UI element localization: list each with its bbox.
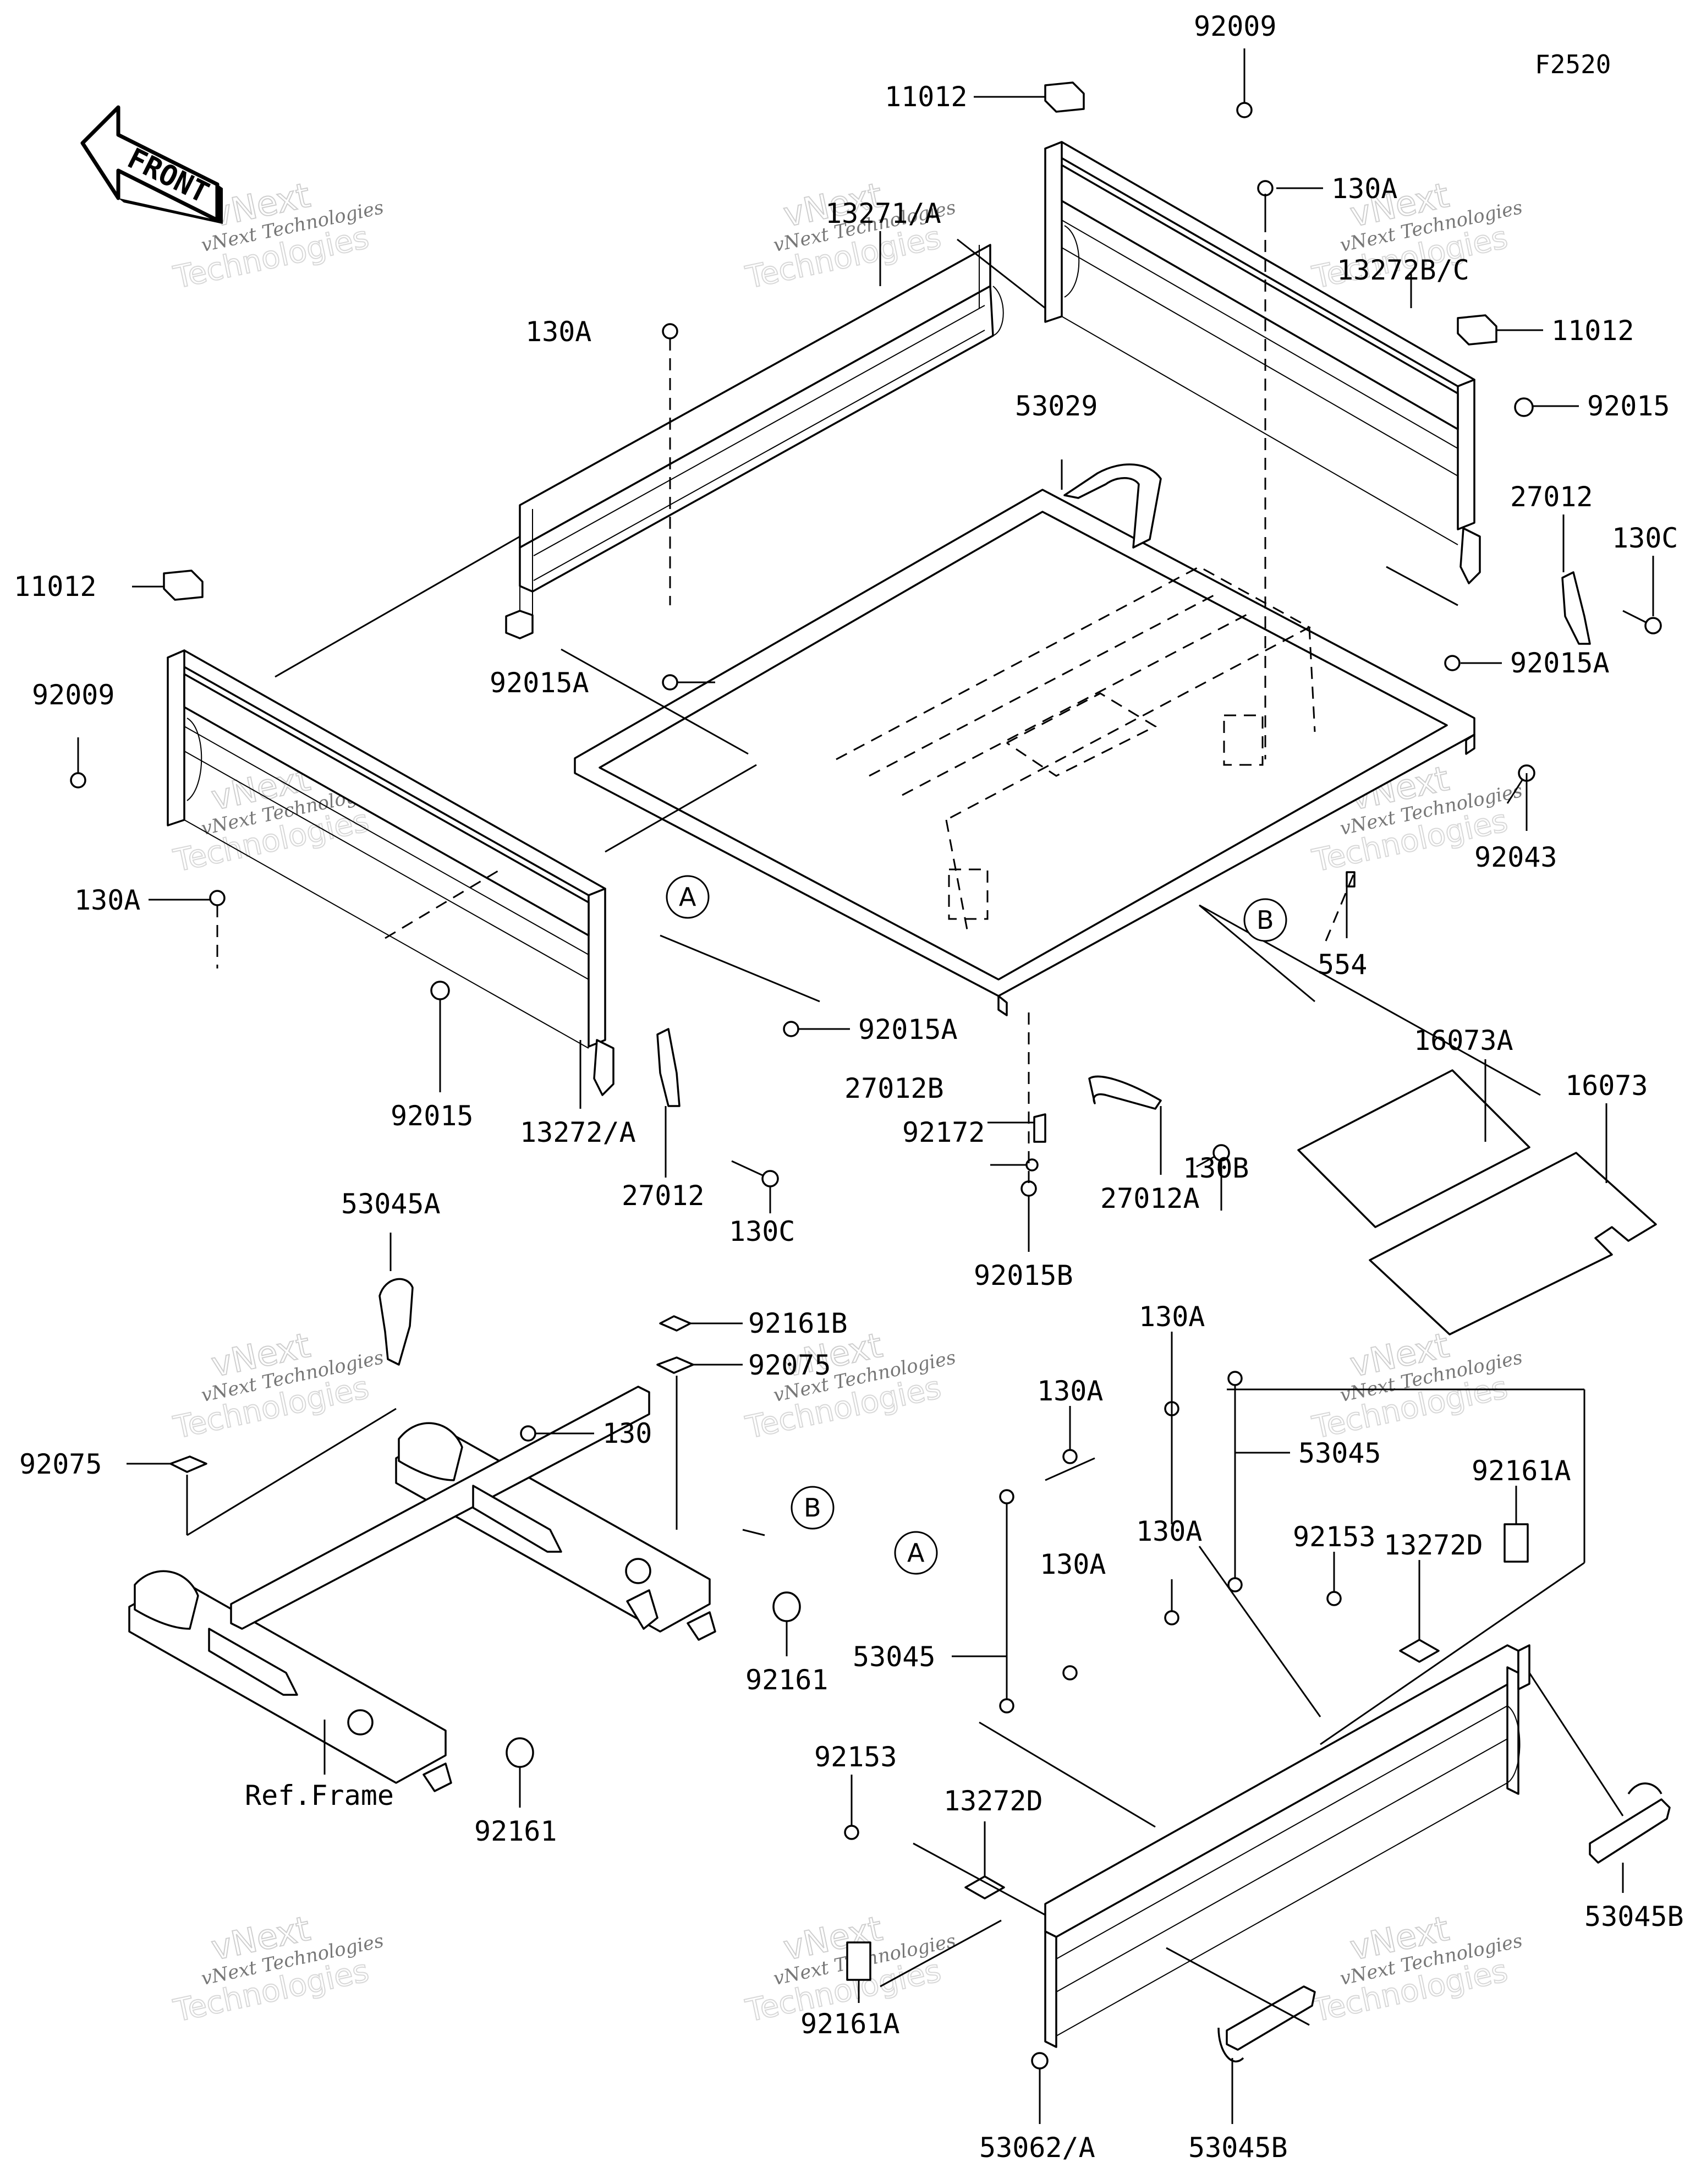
- part-label: Ref.Frame: [245, 1780, 394, 1811]
- latch-53045b-upper: [1589, 1782, 1671, 1864]
- part-label: 11012: [14, 571, 97, 603]
- part-label: 16073A: [1414, 1025, 1513, 1057]
- part-label: 53045: [853, 1641, 936, 1673]
- tailgate-13272d: [1044, 1644, 1530, 2048]
- part-label: 27012: [622, 1180, 705, 1212]
- part-label: 92015A: [490, 667, 589, 699]
- part-label: 53045: [1298, 1437, 1381, 1469]
- part-label: 130A: [1037, 1375, 1103, 1407]
- part-label: 92075: [748, 1349, 831, 1381]
- hinge-13272d-lower: [964, 1875, 1005, 1900]
- part-label: 130A: [1136, 1515, 1202, 1547]
- part-label: 130A: [1139, 1301, 1205, 1333]
- part-label: 16073: [1565, 1070, 1648, 1102]
- callout-label: B: [804, 1493, 821, 1523]
- part-label: 92161A: [800, 2008, 900, 2040]
- floor-mat-16073: [1369, 1152, 1657, 1335]
- cable-end: [1227, 1371, 1243, 1386]
- bumper-92161a-upper: [1504, 1523, 1529, 1563]
- part-label: 92009: [32, 679, 115, 711]
- part-label: 92075: [19, 1448, 102, 1480]
- latch-53045b-lower: [1217, 1985, 1316, 2062]
- part-label: 53045B: [1188, 2132, 1288, 2164]
- part-labels: 92009 11012 130A 13271/A 13272B/C 11012 …: [14, 10, 1684, 2164]
- part-label: 92043: [1474, 841, 1557, 873]
- side-panel-13272bc: [1044, 141, 1481, 584]
- part-label: 92015: [1587, 390, 1670, 422]
- part-label: 13272/A: [520, 1116, 636, 1148]
- part-label: 11012: [885, 81, 968, 113]
- cable-end: [999, 1698, 1014, 1714]
- part-label: 27012A: [1100, 1183, 1200, 1214]
- part-label: 27012B: [844, 1072, 944, 1104]
- ref-frame: [128, 1386, 716, 1792]
- callout-b-upper: B: [1243, 898, 1287, 942]
- front-arrow-icon: FRONT: [80, 105, 223, 224]
- cable-end: [1227, 1577, 1243, 1592]
- part-label: 92153: [1293, 1521, 1376, 1553]
- part-label: 130C: [729, 1216, 795, 1247]
- cable-end: [999, 1489, 1014, 1504]
- part-label: 53029: [1015, 390, 1098, 422]
- part-label: 130A: [1331, 173, 1397, 205]
- part-label: 92015B: [974, 1260, 1073, 1291]
- part-label: 92015A: [858, 1014, 958, 1046]
- part-label: 130B: [1183, 1152, 1249, 1184]
- part-label: 13272D: [1384, 1529, 1483, 1561]
- part-label: 92172: [902, 1116, 985, 1148]
- figure-code: F2520: [1535, 50, 1611, 79]
- part-label: 130A: [525, 316, 591, 348]
- side-panel-13271: [505, 244, 1004, 639]
- part-label: 130: [602, 1417, 652, 1449]
- part-label: 92161A: [1472, 1455, 1571, 1487]
- part-label: 130A: [1040, 1548, 1106, 1580]
- callout-label: A: [907, 1538, 925, 1568]
- part-label: 53045B: [1584, 1901, 1684, 1933]
- part-label: 53062/A: [979, 2132, 1095, 2164]
- part-label: 554: [1318, 949, 1367, 981]
- part-label: 92161: [745, 1664, 828, 1696]
- handle-53045a: [378, 1278, 414, 1366]
- part-label: 13271/A: [825, 198, 941, 229]
- part-label: 92015A: [1510, 647, 1610, 679]
- front-label: FRONT: [122, 142, 214, 210]
- part-label: 92015: [391, 1100, 474, 1132]
- part-label: 53045A: [341, 1188, 441, 1220]
- part-label: 13272D: [943, 1785, 1043, 1817]
- part-label: 92153: [814, 1741, 897, 1773]
- callout-a-upper: A: [666, 875, 710, 919]
- callout-label: B: [1256, 905, 1274, 935]
- part-label: 130A: [74, 884, 140, 916]
- side-panel-13272a: [167, 649, 614, 1096]
- part-label: 13272B/C: [1337, 254, 1469, 286]
- part-label: 130C: [1612, 522, 1678, 554]
- callout-a-lower: A: [894, 1531, 938, 1575]
- part-label: 27012: [1510, 481, 1593, 513]
- callout-label: A: [679, 882, 696, 912]
- part-label: 92161: [474, 1815, 557, 1847]
- hinge-13272d-upper: [1399, 1639, 1440, 1663]
- floor-mat-16073a: [1297, 1069, 1530, 1228]
- part-label: 92161B: [748, 1307, 848, 1339]
- part-label: 11012: [1551, 315, 1634, 347]
- callout-b-lower: B: [791, 1486, 835, 1530]
- part-label: 92009: [1194, 10, 1277, 42]
- bumper-92161a-lower: [846, 1941, 871, 1981]
- cargo-bed-53029: [574, 463, 1475, 1016]
